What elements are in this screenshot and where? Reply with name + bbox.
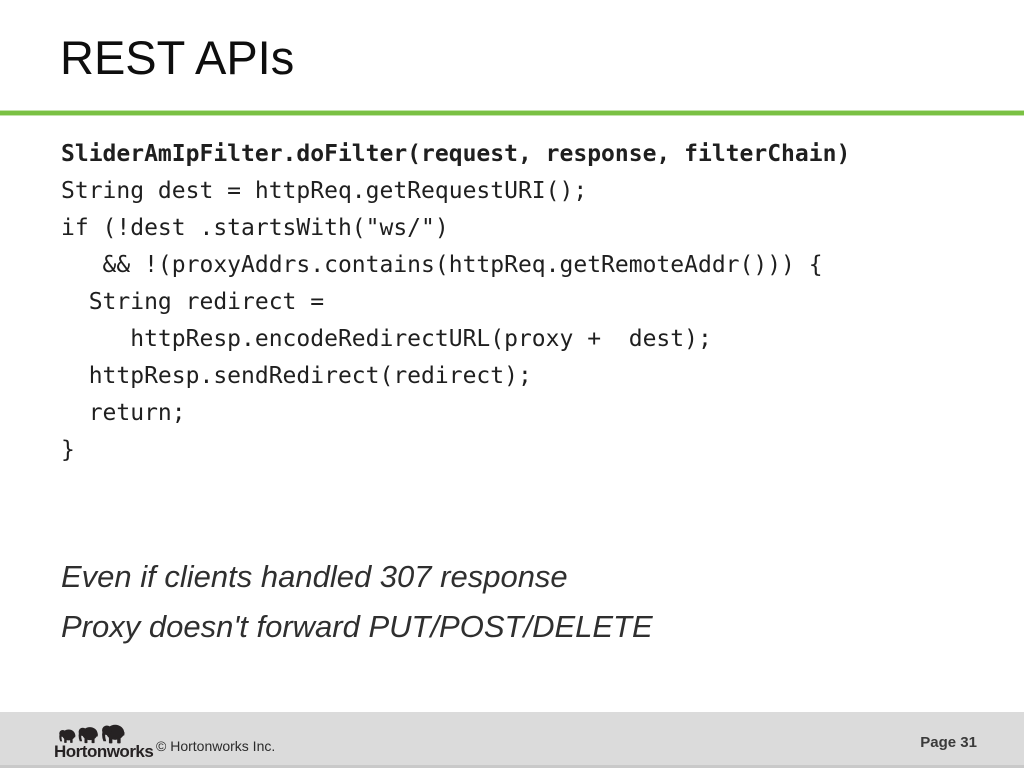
code-line: String dest = httpReq.getRequestURI(); — [61, 178, 588, 204]
code-line: if (!dest .startsWith("ws/") — [61, 215, 449, 241]
copyright-text: © Hortonworks Inc. — [156, 738, 276, 754]
page-number: Page 31 — [920, 734, 977, 751]
code-line: String redirect = — [61, 289, 325, 315]
code-line: httpResp.encodeRedirectURL(proxy + dest)… — [61, 326, 712, 352]
note-line: Proxy doesn't forward PUT/POST/DELETE — [61, 609, 653, 644]
code-line: httpResp.sendRedirect(redirect); — [61, 363, 532, 389]
notes-block: Even if clients handled 307 response Pro… — [61, 552, 653, 652]
hortonworks-logo: Hortonworks — [54, 722, 154, 762]
elephants-icon — [59, 724, 125, 744]
code-line: SliderAmIpFilter.doFilter(request, respo… — [61, 141, 851, 167]
code-line: } — [61, 437, 75, 463]
note-line: Even if clients handled 307 response — [61, 559, 568, 594]
code-block: SliderAmIpFilter.doFilter(request, respo… — [61, 136, 850, 469]
code-line: && !(proxyAddrs.contains(httpReq.getRemo… — [61, 252, 823, 278]
code-line: return; — [61, 400, 186, 426]
footer-bar: Hortonworks © Hortonworks Inc. Page 31 — [0, 712, 1024, 768]
page-title: REST APIs — [60, 31, 295, 84]
logo-wordmark: Hortonworks — [54, 742, 154, 761]
title-divider — [0, 111, 1024, 115]
